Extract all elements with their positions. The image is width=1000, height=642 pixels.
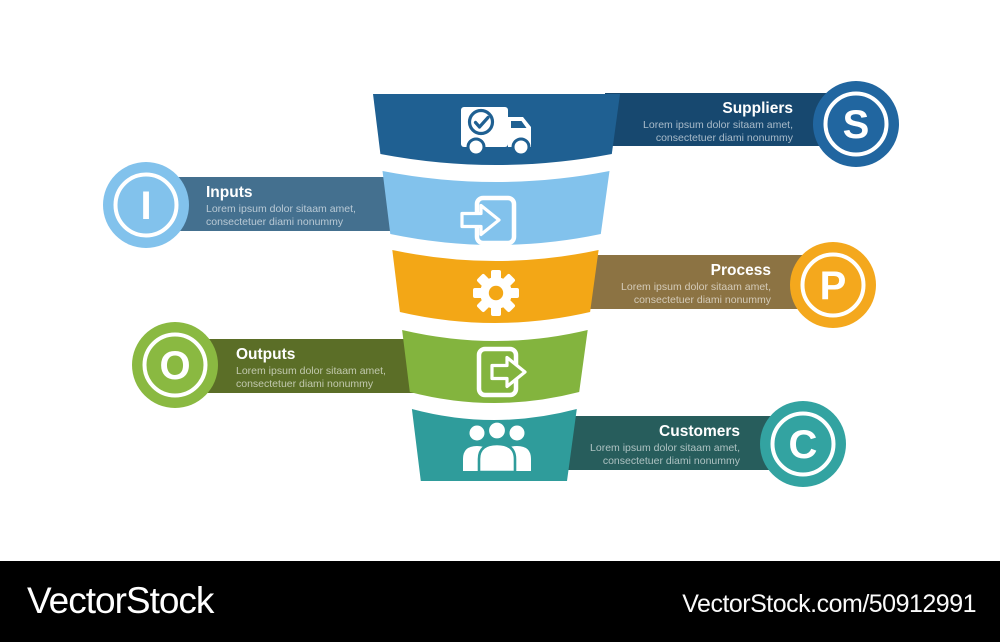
funnel-segment-inputs — [382, 171, 610, 245]
vectorstock-logo-text: VectorStock — [27, 580, 215, 621]
suppliers-desc-line1: Lorem ipsum dolor sitaam amet, — [643, 119, 793, 131]
customers-desc-line1: Lorem ipsum dolor sitaam amet, — [590, 442, 740, 454]
vectorstock-credit-text: VectorStock.com/50912991 — [682, 590, 976, 618]
badge-inputs: I — [103, 162, 189, 248]
watermark-bar: VectorStock VectorStock.com/50912991 — [0, 561, 1000, 642]
login-arrow-icon — [460, 195, 517, 246]
watermark-bar-background — [0, 561, 1000, 642]
badge-suppliers: S — [813, 81, 899, 167]
logout-arrow-icon — [476, 346, 527, 398]
inputs-title: Inputs — [206, 184, 253, 201]
process-desc-line2: consectetuer diami nonummy — [634, 294, 772, 306]
process-letter: P — [820, 264, 847, 308]
banner-inputs: Inputs Lorem ipsum dolor sitaam amet, co… — [146, 177, 395, 231]
outputs-title: Outputs — [236, 346, 295, 363]
inputs-letter: I — [140, 184, 151, 228]
truck-check-icon — [461, 107, 531, 157]
suppliers-title: Suppliers — [722, 100, 793, 117]
badge-customers: C — [760, 401, 846, 487]
suppliers-desc-line2: consectetuer diami nonummy — [656, 132, 794, 144]
customers-letter: C — [789, 423, 818, 467]
customers-desc-line2: consectetuer diami nonummy — [603, 455, 741, 467]
gear-icon — [473, 270, 519, 316]
badge-process: P — [790, 242, 876, 328]
users-group-icon — [463, 419, 531, 474]
inputs-desc-line2: consectetuer diami nonummy — [206, 216, 344, 228]
process-title: Process — [711, 262, 771, 279]
process-desc-line1: Lorem ipsum dolor sitaam amet, — [621, 281, 771, 293]
outputs-desc-line1: Lorem ipsum dolor sitaam amet, — [236, 365, 386, 377]
inputs-desc-line1: Lorem ipsum dolor sitaam amet, — [206, 203, 356, 215]
suppliers-letter: S — [843, 103, 870, 147]
badge-outputs: O — [132, 322, 218, 408]
outputs-letter: O — [159, 344, 190, 388]
customers-title: Customers — [659, 423, 740, 440]
outputs-desc-line2: consectetuer diami nonummy — [236, 378, 374, 390]
